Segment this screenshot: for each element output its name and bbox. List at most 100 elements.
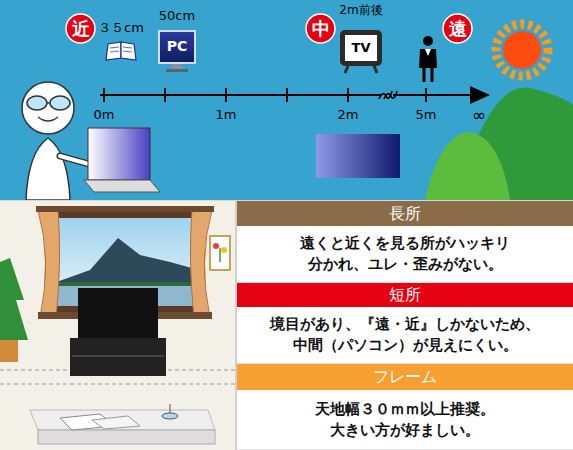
stick-figure-part xyxy=(22,82,74,134)
wall-picture-part xyxy=(219,248,221,262)
distance-axis-part xyxy=(286,88,288,102)
room-scene xyxy=(0,200,573,450)
stick-figure-part xyxy=(26,138,70,200)
low-table xyxy=(30,404,215,444)
room-scene-part xyxy=(0,200,235,450)
distance-axis-part xyxy=(384,91,397,99)
plant xyxy=(0,258,28,362)
sun-part xyxy=(496,24,548,76)
sun xyxy=(496,24,548,76)
axis-tick-label: ∞ xyxy=(472,106,486,126)
book-icon-part xyxy=(121,42,136,60)
hills xyxy=(425,88,573,201)
low-table-part xyxy=(170,404,171,413)
marker-circle-fill xyxy=(443,14,472,43)
distance-marker: 中 xyxy=(305,13,336,44)
low-table-part xyxy=(30,410,215,430)
node-label: PC xyxy=(167,39,188,54)
book-icon-part xyxy=(123,47,132,48)
node-label: フレーム xyxy=(373,368,437,386)
person-icon-part xyxy=(431,68,434,82)
tv-set-part xyxy=(72,355,164,357)
person-icon-part xyxy=(425,49,431,56)
node-label: 中 xyxy=(312,19,330,39)
low-table-part xyxy=(162,413,178,419)
distance-axis xyxy=(100,86,490,104)
person-icon-part xyxy=(423,68,426,82)
laptop-part xyxy=(88,128,150,180)
node-label: 短所 xyxy=(389,286,421,304)
window-part xyxy=(51,282,199,286)
tv-set-part xyxy=(70,338,166,376)
pc-stand-part xyxy=(166,69,188,72)
header-band: 短所 xyxy=(237,283,573,307)
hills-part xyxy=(425,132,510,200)
axis-tick-label: 0m xyxy=(94,108,115,123)
low-table-part xyxy=(92,416,140,429)
wall-picture-part xyxy=(213,243,219,249)
distance-axis-part xyxy=(425,88,427,102)
distance-marker: 近 xyxy=(65,13,96,44)
wall-picture-part xyxy=(210,236,230,270)
distance-label: 2m前後 xyxy=(339,4,382,18)
tv-legs-part xyxy=(345,66,348,73)
plant-part xyxy=(0,340,18,362)
node-label: TV xyxy=(352,41,371,55)
distance-axis-part xyxy=(347,88,349,102)
pc-stand-part xyxy=(172,64,182,69)
window-part xyxy=(38,210,60,318)
text-cell: 天地幅３０ｍｍ以上推奨。 大きい方が好ましい。 xyxy=(237,390,573,450)
distance-axis-part xyxy=(164,88,166,102)
person-icon-part xyxy=(419,49,437,68)
stick-figure-part xyxy=(50,96,70,110)
top-panel xyxy=(0,0,573,200)
plant-part xyxy=(0,258,28,340)
text-cell: 遠くと近くを見る所がハッキリ 分かれ、ユレ・歪みがない。 xyxy=(237,226,573,283)
distance-label: 50cm xyxy=(159,9,195,24)
top-panel-part xyxy=(0,0,573,200)
person-icon-part xyxy=(423,36,433,46)
distance-marker: 遠 xyxy=(442,13,473,44)
book-icon-part xyxy=(106,42,121,60)
low-table-part xyxy=(38,430,215,444)
cell-text: 天地幅３０ｍｍ以上推奨。 大きい方が好ましい。 xyxy=(311,399,499,441)
axis-tick-label: 1m xyxy=(216,108,237,123)
marker-circle-fill xyxy=(306,14,335,43)
lens-gradient-part xyxy=(316,134,400,178)
wall-picture xyxy=(210,236,230,270)
marker-circle-fill xyxy=(66,14,95,43)
axis-tick-label: 2m xyxy=(338,108,359,123)
window-part xyxy=(190,210,212,318)
distance-axis-part xyxy=(103,88,105,102)
stick-figure-part xyxy=(38,117,58,121)
tv-legs xyxy=(345,66,377,73)
window-part xyxy=(36,206,214,212)
book-icon-part xyxy=(110,51,119,52)
header-band: 長所 xyxy=(237,201,573,226)
node-label: 長所 xyxy=(389,205,421,223)
axis-tick-label: 5m xyxy=(416,108,437,123)
book-icon-part xyxy=(123,51,132,52)
stick-figure-part xyxy=(27,96,47,110)
node-label: 遠 xyxy=(449,19,467,39)
sun-part xyxy=(503,31,541,69)
wall-picture-part xyxy=(221,247,227,253)
book-icon xyxy=(106,42,136,60)
tv-set-part xyxy=(78,288,158,338)
lens-gradient xyxy=(316,134,400,178)
distance-axis-part xyxy=(470,86,490,104)
stick-figure-part xyxy=(47,102,50,104)
distance-axis-part xyxy=(225,88,227,102)
cell-text: 境目があり、『遠・近』しかないため、 中間（パソコン）が見えにくい。 xyxy=(266,314,544,356)
node-label: 近 xyxy=(72,19,90,39)
tv-set xyxy=(70,288,166,376)
laptop xyxy=(84,128,160,192)
laptop-part xyxy=(84,180,160,192)
text-cell: 境目があり、『遠・近』しかないため、 中間（パソコン）が見えにくい。 xyxy=(237,307,573,364)
tv-legs-part xyxy=(374,66,377,73)
pc-stand xyxy=(166,64,188,72)
distance-label: ３５cm xyxy=(98,21,144,36)
book-icon-part xyxy=(110,47,119,48)
cell-text: 遠くと近くを見る所がハッキリ 分かれ、ユレ・歪みがない。 xyxy=(294,233,516,275)
